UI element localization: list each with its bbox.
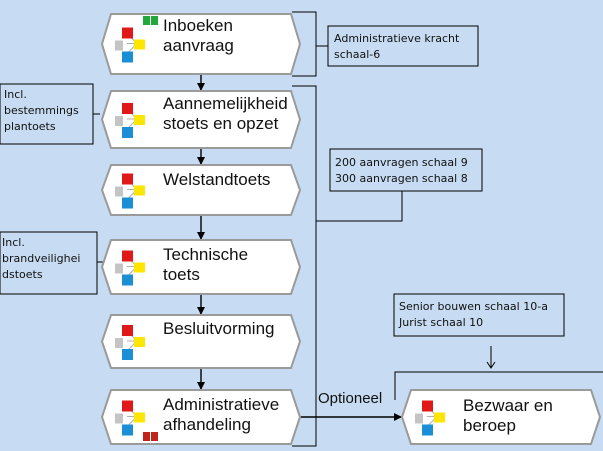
gray-square-icon [115, 116, 123, 126]
process-node-p1 [100, 13, 302, 75]
gray-square-icon [115, 413, 123, 424]
blue-square-icon [122, 424, 133, 436]
yellow-square-icon [134, 39, 145, 50]
blue-square-icon [122, 51, 133, 63]
yellow-square-icon [134, 115, 145, 125]
gray-square-icon [415, 413, 423, 424]
process-label-inboeken-aanvraag: Inboeken aanvraag [163, 16, 234, 55]
gray-square-icon [115, 186, 123, 197]
note-aanvragen-schaal: 200 aanvragen schaal 9 300 aanvragen sch… [335, 156, 468, 185]
bracket-line [394, 371, 603, 400]
red-square-icon [122, 173, 133, 185]
process-label-aannemelijkheidstoets: Aannemelijkheid stoets en opzet [163, 94, 288, 133]
process-shape [100, 239, 302, 295]
yellow-square-icon [134, 185, 145, 196]
process-label-besluitvorming: Besluitvorming [163, 319, 275, 338]
note-senior-bouwen-jurist: Senior bouwen schaal 10-a Jurist schaal … [399, 300, 548, 329]
process-shape [100, 90, 302, 149]
process-label-technische-toets: Technische toets [163, 245, 249, 284]
process-label-welstandtoets: Welstandtoets [163, 170, 271, 189]
note-box-n3 [329, 148, 483, 192]
process-node-p5 [100, 314, 302, 369]
yellow-square-icon [134, 262, 145, 273]
process-shape [100, 13, 302, 75]
green-flag-icon [151, 16, 158, 25]
red-flag-icon [143, 432, 150, 441]
blue-square-icon [122, 274, 133, 286]
gray-square-icon [115, 263, 123, 274]
yellow-square-icon [134, 412, 145, 423]
yellow-square-icon [434, 412, 445, 423]
connectors [0, 11, 603, 447]
blue-square-icon [122, 127, 133, 138]
bracket-line [292, 11, 328, 77]
process-shape [100, 164, 302, 216]
note-bestemmingsplantoets: Incl. bestemmings plantoets [4, 88, 79, 133]
gray-square-icon [115, 40, 123, 51]
process-node-p4 [100, 239, 302, 295]
process-shape [100, 314, 302, 369]
process-shape [400, 389, 602, 445]
process-node-p7 [400, 389, 602, 445]
red-square-icon [122, 27, 133, 39]
blue-square-icon [122, 197, 133, 209]
process-node-p6 [100, 389, 302, 445]
note-box-n4 [0, 231, 98, 295]
gray-square-icon [115, 338, 123, 348]
yellow-square-icon [134, 337, 145, 347]
red-flag-icon [151, 432, 158, 441]
process-shape [100, 389, 302, 445]
process-node-p3 [100, 164, 302, 216]
edge-label-optioneel: Optioneel [318, 390, 383, 407]
red-square-icon [122, 400, 133, 412]
green-flag-icon [143, 16, 150, 25]
blue-square-icon [122, 349, 133, 360]
bracket-line [292, 85, 403, 447]
pointer-arrow-icon [486, 361, 496, 369]
process-node-p2 [100, 90, 302, 149]
note-box-n5 [393, 293, 565, 337]
process-nodes [100, 13, 602, 445]
note-brandveiligheidstoets: Incl. brandveilighei dstoets [2, 236, 81, 281]
red-square-icon [122, 103, 133, 114]
red-square-icon [122, 250, 133, 262]
red-square-icon [122, 325, 133, 336]
process-label-bezwaar-en-beroep: Bezwaar en beroep [463, 396, 553, 435]
process-label-administratieve-afhandeling: Administratieve afhandeling [163, 395, 280, 434]
red-square-icon [422, 400, 433, 412]
blue-square-icon [422, 424, 433, 436]
note-administratieve-kracht: Administratieve kracht schaal-6 [334, 32, 460, 61]
